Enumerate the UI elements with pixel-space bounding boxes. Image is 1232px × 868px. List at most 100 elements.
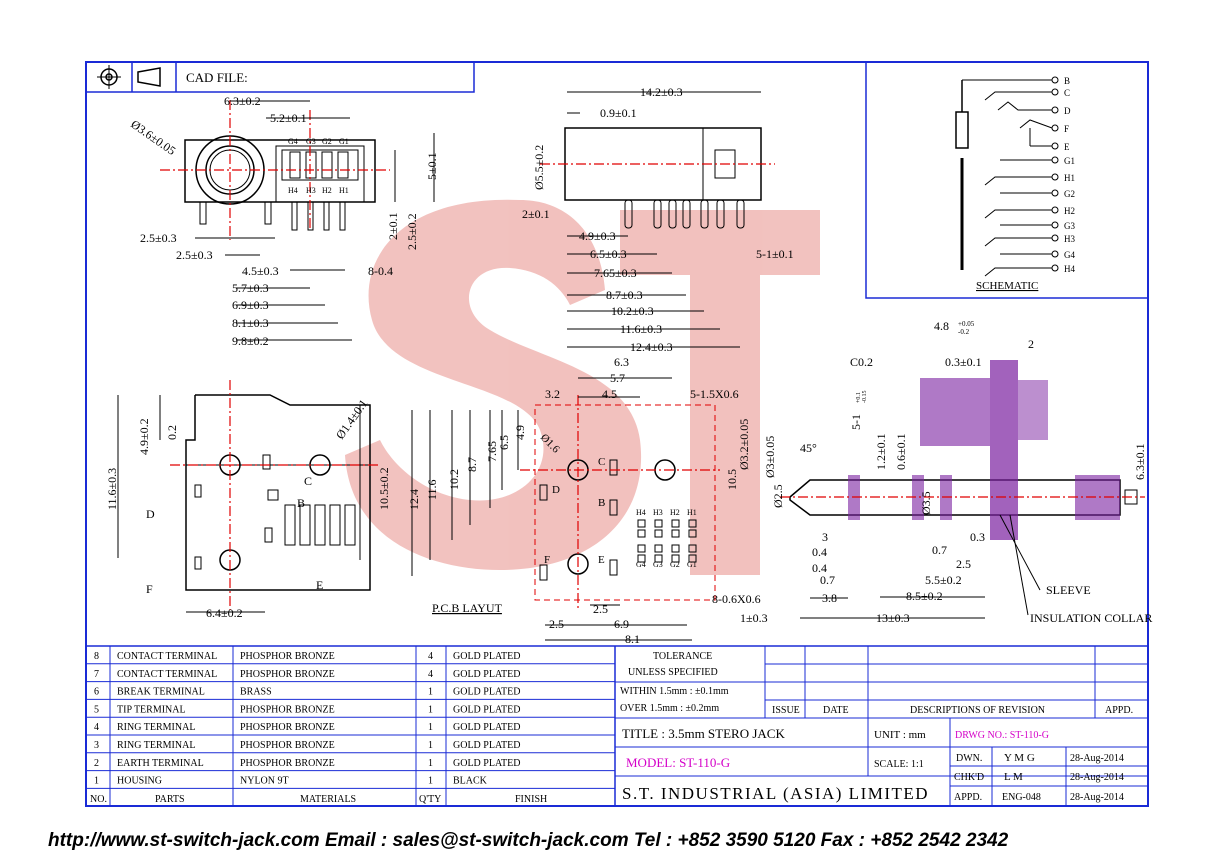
svg-text:H2: H2 xyxy=(322,186,332,195)
svg-text:2.5: 2.5 xyxy=(593,602,608,616)
svg-text:6.3: 6.3 xyxy=(614,355,629,369)
schematic-pin xyxy=(1051,250,1059,258)
svg-text:G3: G3 xyxy=(653,560,663,569)
schematic-pin xyxy=(1051,189,1059,197)
svg-text:2: 2 xyxy=(1028,337,1034,351)
svg-text:WITHIN 1.5mm : ±0.1mm: WITHIN 1.5mm : ±0.1mm xyxy=(620,686,729,697)
svg-text:Ø5.5±0.2: Ø5.5±0.2 xyxy=(532,145,546,190)
svg-text:CHK'D: CHK'D xyxy=(954,772,984,783)
bom-header-qty: Q'TY xyxy=(419,794,441,805)
svg-text:4.5: 4.5 xyxy=(602,387,617,401)
svg-text:5-1: 5-1 xyxy=(849,414,863,430)
bom-cell: 1 xyxy=(428,758,433,769)
cad-file-label: CAD FILE: xyxy=(186,70,248,85)
svg-text:1.2±0.1: 1.2±0.1 xyxy=(874,433,888,470)
svg-text:0.3±0.1: 0.3±0.1 xyxy=(945,355,982,369)
svg-text:8.5±0.2: 8.5±0.2 xyxy=(906,589,943,603)
svg-text:2±0.1: 2±0.1 xyxy=(386,212,400,240)
svg-text:INSULATION COLLAR: INSULATION COLLAR xyxy=(1030,611,1152,625)
bom-cell: CONTACT TERMINAL xyxy=(117,669,217,680)
bom-cell: PHOSPHOR BRONZE xyxy=(240,669,335,680)
bom-cell: BRASS xyxy=(240,687,272,698)
svg-text:8.1±0.3: 8.1±0.3 xyxy=(232,316,269,330)
bom-cell: EARTH TERMINAL xyxy=(117,758,204,769)
svg-text:0.4: 0.4 xyxy=(812,545,827,559)
svg-text:ENG-048: ENG-048 xyxy=(1002,792,1041,803)
svg-text:28-Aug-2014: 28-Aug-2014 xyxy=(1070,772,1124,783)
sheet-border xyxy=(85,61,1149,807)
svg-text:5.2±0.1: 5.2±0.1 xyxy=(270,111,307,125)
bom-cell: 2 xyxy=(94,758,99,769)
schematic-pin-label: G3 xyxy=(1064,221,1075,231)
svg-text:+0.1: +0.1 xyxy=(856,392,862,403)
schematic-pin-label: H1 xyxy=(1064,173,1075,183)
svg-text:DATE: DATE xyxy=(823,705,849,716)
svg-text:2.5: 2.5 xyxy=(549,617,564,631)
bom-cell: 1 xyxy=(428,722,433,733)
svg-text:8-0.4: 8-0.4 xyxy=(368,264,393,278)
svg-text:10.5: 10.5 xyxy=(725,469,739,490)
svg-text:6.9±0.3: 6.9±0.3 xyxy=(232,298,269,312)
svg-text:DESCRIPTIONS OF REVISION: DESCRIPTIONS OF REVISION xyxy=(910,705,1045,716)
svg-text:2.5±0.3: 2.5±0.3 xyxy=(176,248,213,262)
svg-text:0.7: 0.7 xyxy=(932,543,947,557)
svg-text:2.5±0.3: 2.5±0.3 xyxy=(140,231,177,245)
svg-text:5-1±0.1: 5-1±0.1 xyxy=(756,247,794,261)
bom-cell: 3 xyxy=(94,740,99,751)
svg-text:TOLERANCE: TOLERANCE xyxy=(653,651,712,662)
bom-cell: 1 xyxy=(428,776,433,787)
svg-text:6.3±0.1: 6.3±0.1 xyxy=(1133,443,1147,480)
svg-text:2.5: 2.5 xyxy=(956,557,971,571)
bom-header-parts: PARTS xyxy=(155,794,185,805)
svg-text:D: D xyxy=(146,507,155,521)
svg-text:Ø3.6±0.05: Ø3.6±0.05 xyxy=(128,117,178,158)
svg-text:H4: H4 xyxy=(288,186,298,195)
bom-cell: PHOSPHOR BRONZE xyxy=(240,740,335,751)
bom-cell: 1 xyxy=(94,776,99,787)
schematic-pin-label: E xyxy=(1064,142,1070,152)
svg-text:8.1: 8.1 xyxy=(625,632,640,646)
schematic-pin-label: H3 xyxy=(1064,234,1075,244)
schematic-pin-label: D xyxy=(1064,106,1071,116)
bom-cell: 1 xyxy=(428,687,433,698)
bom-cell: 8 xyxy=(94,651,99,662)
svg-text:7.65±0.3: 7.65±0.3 xyxy=(594,266,637,280)
projection-symbol-cone xyxy=(137,67,161,87)
svg-text:0.4: 0.4 xyxy=(812,561,827,575)
svg-text:SLEEVE: SLEEVE xyxy=(1046,583,1091,597)
svg-text:H2: H2 xyxy=(670,508,680,517)
svg-text:4.8: 4.8 xyxy=(934,319,949,333)
svg-text:G1: G1 xyxy=(339,137,349,146)
svg-text:5±0.1: 5±0.1 xyxy=(425,152,439,180)
svg-text:Ø3.5: Ø3.5 xyxy=(919,491,933,515)
svg-text:F: F xyxy=(146,582,153,596)
svg-text:UNIT : mm: UNIT : mm xyxy=(874,729,926,741)
bom-cell: 4 xyxy=(428,669,433,680)
svg-text:8-0.6X0.6: 8-0.6X0.6 xyxy=(712,592,761,606)
svg-text:0.2: 0.2 xyxy=(165,425,179,440)
svg-text:45°: 45° xyxy=(800,441,817,455)
bom-cell: GOLD PLATED xyxy=(453,687,521,698)
side-view: 14.2±0.3 0.9±0.1 Ø5.5±0.2 2±0.1 4.9±0.3 … xyxy=(522,85,794,354)
svg-text:UNLESS SPECIFIED: UNLESS SPECIFIED xyxy=(628,667,718,678)
bom-cell: PHOSPHOR BRONZE xyxy=(240,758,335,769)
bom-cell: PHOSPHOR BRONZE xyxy=(240,722,335,733)
schematic-pin xyxy=(1051,124,1059,132)
svg-text:H3: H3 xyxy=(653,508,663,517)
schematic-pin-label: H2 xyxy=(1064,206,1075,216)
svg-text:H1: H1 xyxy=(687,508,697,517)
cad-header: CAD FILE: xyxy=(85,61,475,93)
bom-cell: GOLD PLATED xyxy=(453,651,521,662)
schematic-pin xyxy=(1051,142,1059,150)
svg-text:1±0.3: 1±0.3 xyxy=(740,611,768,625)
svg-text:C0.2: C0.2 xyxy=(850,355,873,369)
bom-cell: TIP TERMINAL xyxy=(117,704,186,715)
svg-text:6.4±0.2: 6.4±0.2 xyxy=(206,606,243,620)
schematic-pin xyxy=(1051,106,1059,114)
svg-text:H4: H4 xyxy=(636,508,646,517)
svg-text:0.3: 0.3 xyxy=(970,530,985,544)
schematic-pin xyxy=(1051,206,1059,214)
svg-text:H3: H3 xyxy=(306,186,316,195)
